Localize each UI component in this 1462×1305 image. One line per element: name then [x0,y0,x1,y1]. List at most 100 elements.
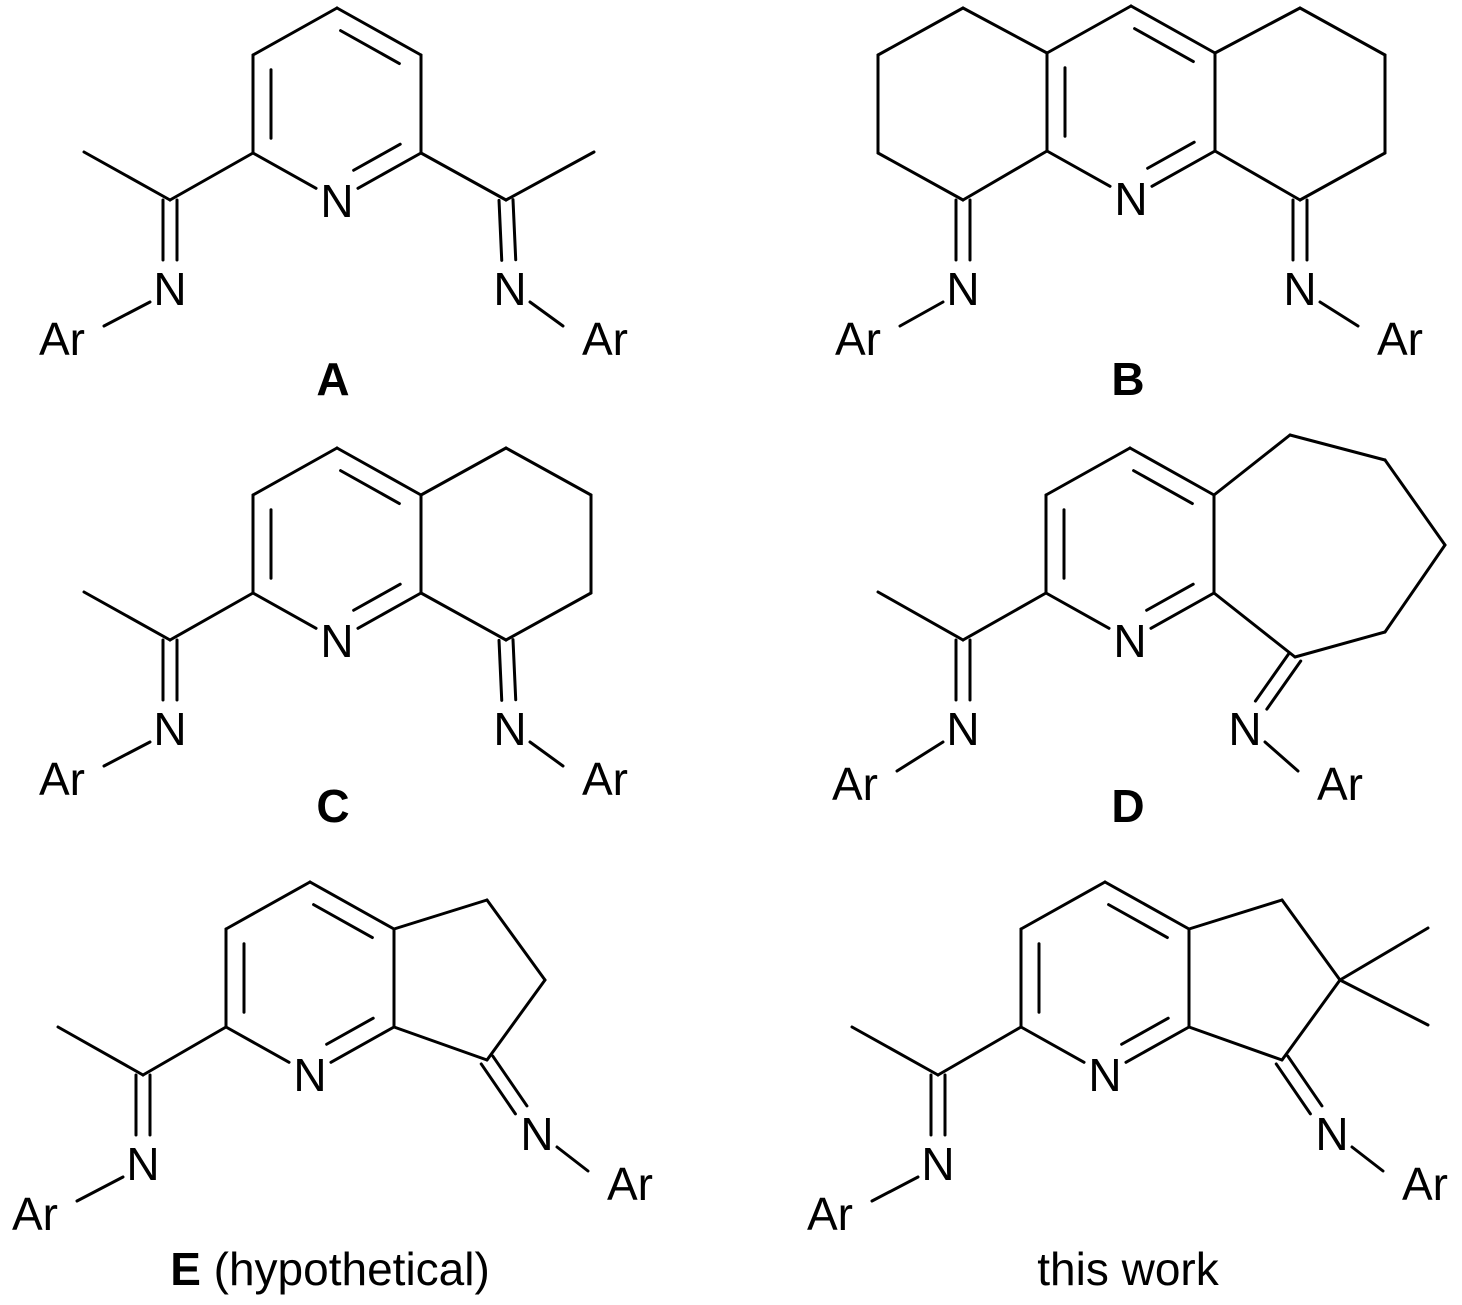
single-bond [335,446,423,497]
aromatic-inner-bond [1132,469,1194,506]
double-bond [511,198,518,262]
n-aryl-bond [870,1175,920,1203]
n-aryl-bond [1318,300,1360,328]
single-bond [251,591,318,630]
single-bond [251,446,339,497]
aromatic-inner-bond [339,29,401,66]
imine-nitrogen: N [946,263,979,315]
single-bond [1128,446,1216,497]
pyridine-nitrogen: N [320,615,353,667]
single-bond [961,149,1049,202]
aryl-group: Ar [1317,758,1363,810]
double-bond [497,198,504,262]
pyridine-nitrogen: N [293,1049,326,1101]
methyl-bond [1338,978,1430,1027]
single-bond [335,6,423,57]
single-bond [141,1025,228,1077]
single-bond [1212,433,1292,497]
methyl-bond [504,150,596,202]
aromatic-inner-bond [312,903,374,940]
single-bond [1383,458,1447,547]
pyridine-nitrogen: N [320,175,353,227]
structure-label: C [316,780,349,832]
single-bond [1187,1025,1284,1062]
pyridine-nitrogen: N [1114,173,1147,225]
single-bond [961,591,1048,642]
single-bond [961,6,1049,55]
n-aryl-bond [102,740,152,768]
single-bond [392,898,489,931]
methyl-bond [850,1025,940,1077]
aromatic-inner-bond [1120,1016,1170,1046]
imine-nitrogen: N [921,1138,954,1190]
single-bond [1019,1025,1086,1064]
single-bond [1149,591,1216,630]
single-bond [1124,1025,1191,1064]
single-bond [1129,4,1217,55]
single-bond [1187,898,1284,931]
single-bond [1212,591,1297,659]
single-bond [168,151,255,202]
n-aryl-bond [75,1175,125,1203]
single-bond [1280,898,1342,982]
aryl-group: Ar [39,313,85,365]
aromatic-inner-bond [325,1016,375,1046]
aryl-group: Ar [807,1188,853,1240]
n-aryl-bond [1350,1145,1385,1173]
imine-nitrogen: N [946,703,979,755]
single-bond [251,151,318,190]
single-bond [485,898,547,982]
single-bond [1150,149,1217,188]
single-bond [419,591,508,642]
single-bond [1383,543,1447,634]
structure-label: D [1111,780,1144,832]
imine-nitrogen: N [153,703,186,755]
single-bond [876,151,965,202]
imine-nitrogen: N [126,1138,159,1190]
aromatic-inner-bond [1146,140,1196,170]
aryl-group: Ar [832,758,878,810]
double-bond [491,1054,529,1108]
single-bond [168,591,255,642]
methyl-bond [82,590,172,642]
single-bond [1045,4,1133,55]
single-bond [504,446,593,497]
aryl-group: Ar [12,1188,58,1240]
single-bond [1280,978,1342,1062]
imine-nitrogen: N [493,263,526,315]
n-aryl-bond [1263,740,1300,773]
aromatic-inner-bond [339,469,401,506]
imine-nitrogen: N [1283,263,1316,315]
double-bond [479,1062,517,1116]
aryl-group: Ar [607,1158,653,1210]
double-bond [1274,1062,1312,1116]
single-bond [504,591,593,642]
n-aryl-bond [102,300,152,328]
single-bond [308,880,396,931]
aryl-group: Ar [835,313,881,365]
double-bond [1253,651,1291,703]
double-bond [497,638,504,702]
aryl-group: Ar [1402,1158,1448,1210]
single-bond [224,880,312,931]
n-aryl-bond [528,300,565,328]
single-bond [1288,433,1387,462]
double-bond [1265,659,1303,711]
single-bond [1044,591,1111,630]
structure-label: A [316,353,349,405]
n-aryl-bond [895,740,945,773]
single-bond [251,6,339,57]
single-bond [224,1025,291,1064]
single-bond [1213,149,1302,202]
single-bond [329,1025,396,1064]
single-bond [419,151,508,202]
single-bond [356,151,423,190]
single-bond [1044,446,1132,497]
